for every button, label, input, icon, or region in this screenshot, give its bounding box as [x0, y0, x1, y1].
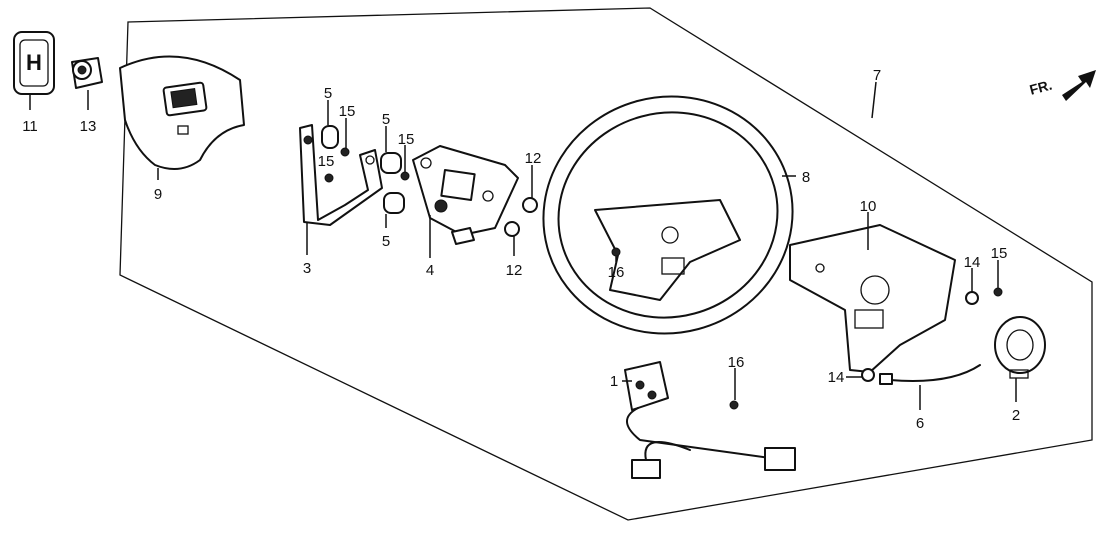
cable-reel-part — [994, 316, 1046, 379]
callout-16: 16 — [608, 264, 625, 281]
bracket-part — [299, 124, 383, 226]
callout-12: 12 — [525, 150, 542, 167]
callout-15: 15 — [991, 245, 1008, 262]
callout-13: 13 — [80, 118, 97, 135]
callout-4: 4 — [426, 262, 434, 279]
rear-cover-part — [789, 224, 956, 373]
callout-1: 1 — [610, 373, 618, 390]
assembly-frame — [119, 7, 1093, 521]
callout-11: 11 — [22, 118, 38, 135]
emblem-part: H — [13, 31, 55, 95]
callout-3: 3 — [303, 260, 311, 277]
cruise-switch-part — [624, 361, 796, 479]
callout-2: 2 — [1012, 407, 1020, 424]
horn-pad-part — [119, 55, 245, 170]
front-direction-indicator: FR. — [1028, 70, 1096, 101]
callout-16: 16 — [728, 354, 745, 371]
washer-part — [861, 368, 875, 382]
callout-10: 10 — [860, 198, 877, 215]
leader-lines — [29, 81, 1017, 410]
callout-5: 5 — [324, 85, 332, 102]
wire-harness-part — [889, 364, 981, 382]
screw-part — [993, 287, 1003, 297]
callout-12: 12 — [506, 262, 523, 279]
callout-labels: 11 13 9 5 15 5 15 15 3 5 4 12 12 8 7 16 … — [22, 67, 1020, 432]
callout-5: 5 — [382, 111, 390, 128]
callout-15: 15 — [318, 153, 335, 170]
callout-9: 9 — [154, 186, 162, 203]
horn-contact-part — [504, 221, 520, 237]
horn-contact-part — [522, 197, 538, 213]
callout-14: 14 — [828, 369, 845, 386]
callout-6: 6 — [916, 415, 924, 432]
steering-wheel-part — [542, 95, 794, 335]
direction-label: FR. — [1028, 77, 1054, 98]
callout-15: 15 — [339, 103, 356, 120]
nut-part — [71, 57, 103, 89]
washer-part — [965, 291, 979, 305]
callout-8: 8 — [802, 169, 810, 186]
callout-7: 7 — [873, 67, 881, 84]
wire-connector — [879, 373, 893, 385]
spring-parts — [321, 125, 410, 214]
screw-part — [611, 247, 621, 257]
screw-part — [729, 400, 739, 410]
callout-5: 5 — [382, 233, 390, 250]
callout-14: 14 — [964, 254, 981, 271]
callout-15: 15 — [398, 131, 415, 148]
svg-text:H: H — [26, 50, 42, 75]
switch-plate-part — [412, 145, 519, 245]
arrow-icon — [1062, 70, 1096, 101]
